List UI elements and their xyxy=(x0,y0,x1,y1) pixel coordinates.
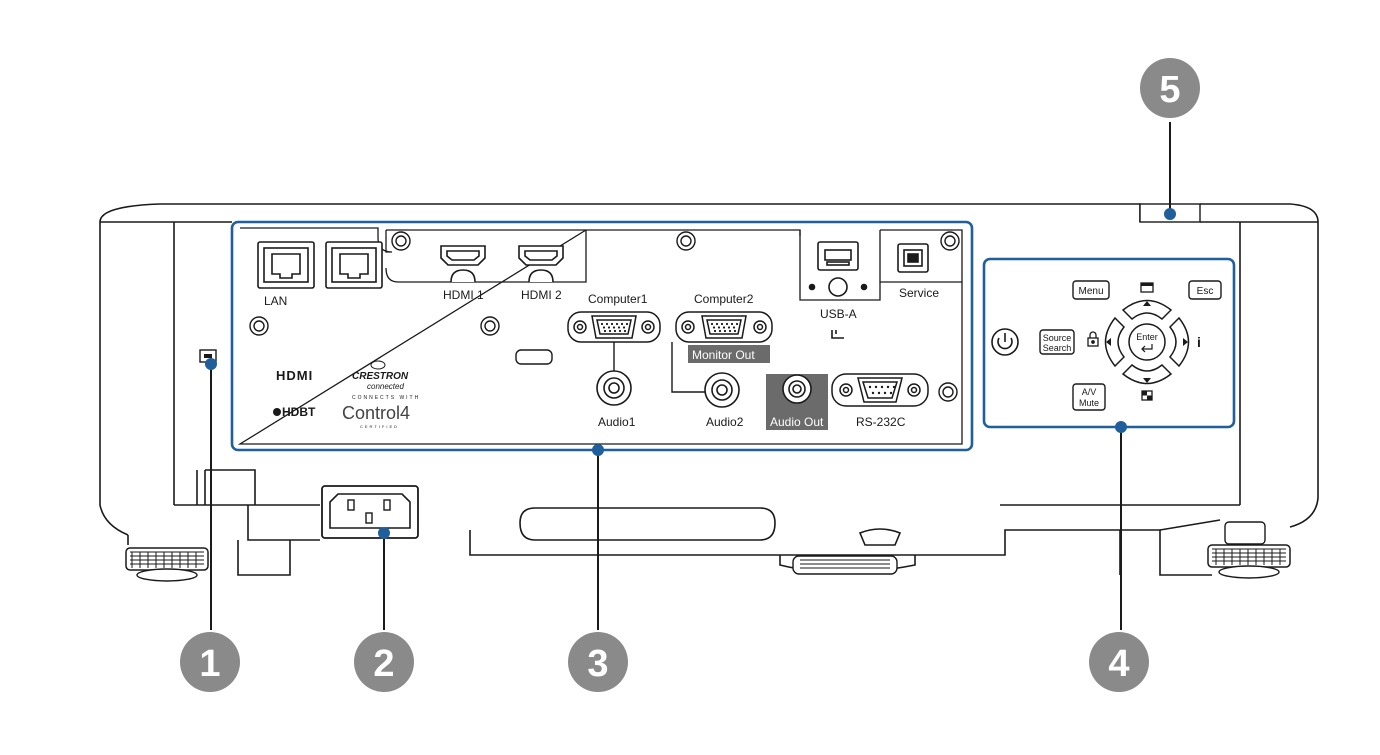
rs232c-label: RS-232C xyxy=(856,415,906,429)
audio1-port xyxy=(596,370,632,406)
power-button[interactable] xyxy=(991,328,1019,356)
arrow-right-icon xyxy=(1183,338,1188,346)
callout-leaders xyxy=(210,122,1171,630)
arrow-icons xyxy=(1106,301,1188,383)
svg-text:Control4: Control4 xyxy=(342,403,410,423)
service-port xyxy=(897,243,929,273)
callout-dots xyxy=(205,208,1176,539)
svg-text:Menu: Menu xyxy=(1078,286,1103,297)
right-button[interactable] xyxy=(1168,316,1190,368)
control-panel: Menu Esc Source Search A/V Mute xyxy=(982,257,1236,429)
svg-text:Search: Search xyxy=(1043,343,1072,353)
svg-text:CRESTRON: CRESTRON xyxy=(352,371,409,382)
computer2-port xyxy=(675,311,773,343)
svg-text:Source: Source xyxy=(1043,333,1072,343)
info-icon: i xyxy=(1197,334,1201,350)
arrow-left-icon xyxy=(1106,338,1111,346)
svg-text:Esc: Esc xyxy=(1197,286,1214,297)
esc-button[interactable]: Esc xyxy=(1188,280,1222,300)
av-mute-button[interactable]: A/V Mute xyxy=(1072,383,1106,411)
computer1-label: Computer1 xyxy=(588,292,648,306)
svg-text:3: 3 xyxy=(587,643,608,685)
svg-text:HDBT: HDBT xyxy=(282,405,316,419)
callout-3: 3 xyxy=(568,632,628,692)
hdmi2-label: HDMI 2 xyxy=(521,288,562,302)
rs232c-port xyxy=(831,373,929,407)
keystone-icon xyxy=(1140,282,1154,293)
audio2-port xyxy=(704,372,740,408)
svg-text:1: 1 xyxy=(199,643,220,685)
menu-button[interactable]: Menu xyxy=(1072,280,1110,300)
control4-logo: CONNECTS WITH Control4 CERTIFIED xyxy=(342,395,420,429)
svg-text:CONNECTS WITH: CONNECTS WITH xyxy=(352,395,420,401)
svg-text:CERTIFIED: CERTIFIED xyxy=(360,424,399,429)
audio-out-port xyxy=(782,374,812,404)
callout-2: 2 xyxy=(354,632,414,692)
audio2-label: Audio2 xyxy=(706,415,744,429)
hdmi1-label: HDMI 1 xyxy=(443,288,484,302)
callout-1: 1 xyxy=(180,632,240,692)
up-button[interactable] xyxy=(1121,299,1173,321)
svg-text:4: 4 xyxy=(1108,643,1129,685)
lock-icon xyxy=(1087,331,1099,347)
svg-text:A/V: A/V xyxy=(1082,387,1097,397)
crestron-logo: CRESTRON connected xyxy=(352,360,409,391)
hdbaset-logo: HDBT xyxy=(273,405,316,419)
left-foot xyxy=(125,547,209,582)
hdmi1-port xyxy=(440,245,486,283)
callout-5: 5 xyxy=(1140,58,1200,118)
svg-text:2: 2 xyxy=(373,643,394,685)
svg-text:Mute: Mute xyxy=(1079,398,1099,408)
arrow-up-icon xyxy=(1143,301,1151,306)
projector-body xyxy=(99,203,1319,576)
usb-a-port xyxy=(808,241,868,297)
hdmi-logo: HDMI xyxy=(276,368,313,383)
usb-a-label: USB-A xyxy=(820,307,857,321)
lan-port xyxy=(257,241,383,289)
svg-text:5: 5 xyxy=(1159,69,1180,111)
interface-panel: LAN HDMI 1 HDMI 2 USB-A xyxy=(230,220,974,452)
enter-button[interactable]: Enter xyxy=(1128,323,1166,361)
computer1-port xyxy=(567,311,661,343)
down-button[interactable] xyxy=(1121,363,1173,385)
arrow-down-icon xyxy=(1143,378,1151,383)
source-search-button[interactable]: Source Search xyxy=(1039,329,1075,355)
usb-a-symbol xyxy=(831,330,844,339)
audio1-label: Audio1 xyxy=(598,415,636,429)
power-inlet xyxy=(321,485,419,539)
monitor-out-badge xyxy=(688,345,770,363)
monitor-out-label: Monitor Out xyxy=(692,348,755,362)
right-foot xyxy=(1207,521,1291,579)
enter-return-icon xyxy=(1141,344,1153,353)
direction-pad xyxy=(1104,299,1190,385)
callout-4: 4 xyxy=(1089,632,1149,692)
left-button[interactable] xyxy=(1104,316,1126,368)
center-foot xyxy=(792,555,898,575)
computer2-label: Computer2 xyxy=(694,292,754,306)
lan-label: LAN xyxy=(264,294,287,308)
test-pattern-icon xyxy=(1141,390,1153,401)
hdbaset-slot xyxy=(515,349,553,365)
svg-text:Enter: Enter xyxy=(1136,332,1158,342)
hdmi2-port xyxy=(518,245,564,283)
service-label: Service xyxy=(899,286,939,300)
audio-out-label: Audio Out xyxy=(770,415,824,429)
svg-text:connected: connected xyxy=(367,382,404,391)
